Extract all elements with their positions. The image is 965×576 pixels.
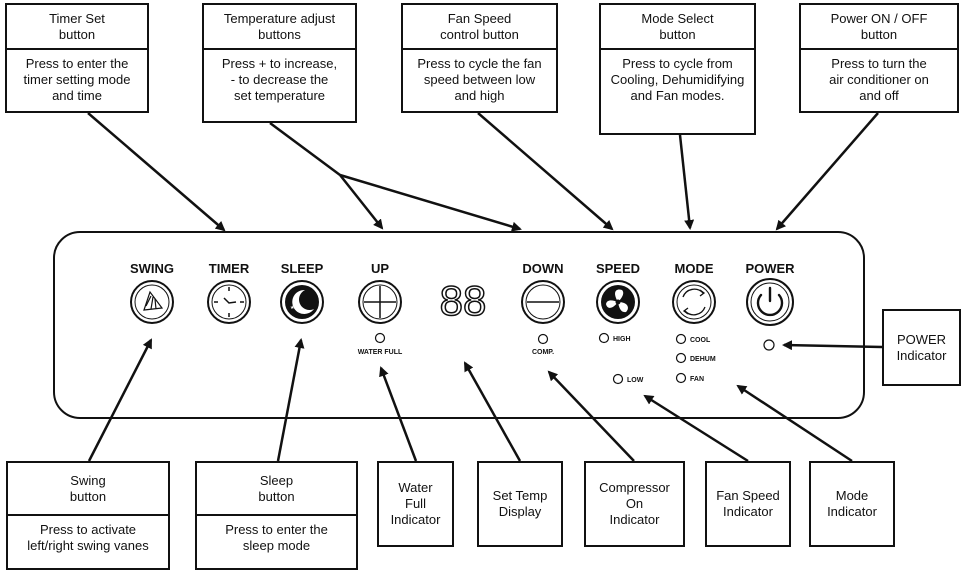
callout-timer-set: Timer Set button Press to enter the time… xyxy=(5,3,149,113)
low-speed-led-label: LOW xyxy=(627,377,644,384)
down-label: DOWN xyxy=(522,261,563,276)
callout-title: Mode Select button xyxy=(601,5,754,50)
star-icon: ★ xyxy=(293,295,299,303)
sleep-label: SLEEP xyxy=(281,261,324,276)
callout-title: Fan Speed control button xyxy=(403,5,556,50)
label-compressor-on-indicator: Compressor On Indicator xyxy=(584,461,685,547)
callout-title: Temperature adjust buttons xyxy=(204,5,355,50)
down-button[interactable] xyxy=(521,280,565,324)
callout-title: Power ON / OFF button xyxy=(801,5,957,50)
callout-sleep: Sleep button Press to enter the sleep mo… xyxy=(195,461,358,570)
callout-temperature-adjust: Temperature adjust buttons Press + to in… xyxy=(202,3,357,123)
speed-button[interactable] xyxy=(596,280,640,324)
label-power-indicator: POWER Indicator xyxy=(882,309,961,386)
callout-description: Press to enter the sleep mode xyxy=(225,522,328,553)
control-panel-outline xyxy=(53,231,865,419)
power-icon xyxy=(756,286,784,317)
water-full-led xyxy=(374,332,386,344)
high-speed-led-label: HIGH xyxy=(613,336,631,343)
callout-description: Press to turn the air conditioner on and… xyxy=(829,56,929,103)
timer-label: TIMER xyxy=(209,261,250,276)
dehum-mode-led-label: DEHUM xyxy=(690,356,716,363)
up-button[interactable] xyxy=(358,280,402,324)
callout-mode-select: Mode Select button Press to cycle from C… xyxy=(599,3,756,135)
power-label: POWER xyxy=(745,261,795,276)
power-button[interactable] xyxy=(746,278,794,326)
fan-mode-led xyxy=(675,372,687,384)
speed-label: SPEED xyxy=(596,261,640,276)
callout-description: Press to activate left/right swing vanes xyxy=(27,522,149,553)
compressor-led xyxy=(537,333,549,345)
plus-icon xyxy=(364,286,396,318)
star-icon: ★ xyxy=(290,305,295,311)
callout-title: Swing button xyxy=(8,463,168,516)
clock-icon xyxy=(214,287,244,317)
up-label: UP xyxy=(371,261,389,276)
compressor-led-label: COMP. xyxy=(532,349,554,356)
label-water-full-indicator: Water Full Indicator xyxy=(377,461,454,547)
mode-label: MODE xyxy=(675,261,714,276)
water-full-led-label: WATER FULL xyxy=(358,349,403,356)
callout-description: Press to enter the timer setting mode an… xyxy=(23,56,131,103)
callout-description: Press to cycle the fan speed between low… xyxy=(417,56,542,103)
callout-description: Press to cycle from Cooling, Dehumidifyi… xyxy=(610,56,745,103)
callout-title: Sleep button xyxy=(197,463,356,516)
swing-button[interactable] xyxy=(130,280,174,324)
fan-icon xyxy=(606,289,628,313)
leader-arrows xyxy=(87,112,883,463)
timer-button[interactable] xyxy=(207,280,251,324)
callout-description: Press + to increase, - to decrease the s… xyxy=(221,56,338,103)
label-mode-indicator: Mode Indicator xyxy=(809,461,895,547)
callout-title: Timer Set button xyxy=(7,5,147,50)
moon-icon xyxy=(292,289,314,314)
cool-mode-led xyxy=(675,333,687,345)
high-speed-led xyxy=(598,332,610,344)
power-led xyxy=(763,339,775,351)
low-speed-led xyxy=(612,373,624,385)
callout-power-on-off: Power ON / OFF button Press to turn the … xyxy=(799,3,959,113)
label-set-temp-display: Set Temp Display xyxy=(477,461,563,547)
label-fan-speed-indicator: Fan Speed Indicator xyxy=(705,461,791,547)
mode-button[interactable] xyxy=(672,280,716,324)
callout-fan-speed-control: Fan Speed control button Press to cycle … xyxy=(401,3,558,113)
set-temp-display: 88 xyxy=(440,277,487,324)
cool-mode-led-label: COOL xyxy=(690,337,711,344)
swing-vanes-icon xyxy=(143,290,164,311)
cycle-arrows-icon xyxy=(682,288,706,316)
sleep-button[interactable]: ★ ★ xyxy=(280,280,324,324)
callout-swing: Swing button Press to activate left/righ… xyxy=(6,461,170,570)
fan-mode-led-label: FAN xyxy=(690,376,704,383)
swing-label: SWING xyxy=(130,261,174,276)
dehum-mode-led xyxy=(675,352,687,364)
